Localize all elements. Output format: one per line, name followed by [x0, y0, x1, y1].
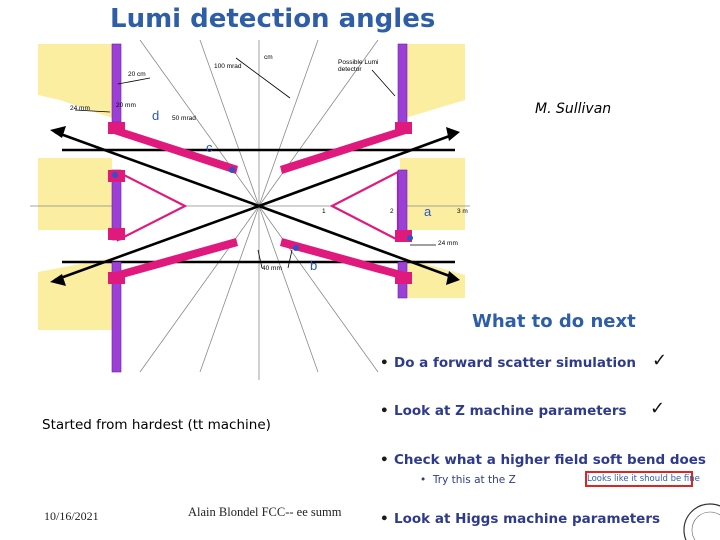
- label-cm: cm: [264, 54, 273, 61]
- next-step-item: •Do a forward scatter simulation: [380, 355, 637, 371]
- label-24mm-right: 24 mm: [438, 240, 458, 247]
- checkmark-icon: ✓: [652, 350, 668, 371]
- label-20cm: 20 cm: [128, 71, 146, 78]
- marker-label-d: d: [152, 108, 159, 123]
- label-possible-lumi: Possible Lumi: [338, 59, 378, 66]
- label-50mrad: 50 mrad: [172, 115, 196, 122]
- next-step-item: •Look at Higgs machine parameters: [380, 511, 661, 527]
- slide-date: 10/16/2021: [44, 509, 99, 523]
- next-step-item: •Look at Z machine parameters: [380, 403, 627, 419]
- label-100mrad: 100 mrad: [214, 63, 242, 70]
- institution-logo-icon: [683, 503, 720, 540]
- next-steps-title: What to do next: [472, 311, 636, 332]
- next-step-text: Look at Higgs machine parameters: [394, 511, 661, 527]
- label-20mm: 20 mm: [116, 102, 136, 109]
- author-credit: M. Sullivan: [535, 101, 612, 117]
- label-24mm-left: 24 mm: [70, 105, 90, 112]
- marker-label-b: b: [310, 258, 317, 273]
- yellow-region-mid-left: [38, 158, 112, 230]
- sub-step-item: • Try this at the Z: [420, 474, 516, 486]
- sub-step-text: Try this at the Z: [432, 474, 516, 486]
- yellow-region-bottom-left: [38, 258, 112, 330]
- note-box: Looks like it should be fine: [585, 471, 700, 487]
- next-step-text: Look at Z machine parameters: [394, 403, 627, 419]
- yellow-region-top-left: [38, 44, 112, 118]
- next-step-text: Check what a higher field soft bend does: [394, 452, 706, 468]
- marker-label-a: a: [424, 204, 432, 219]
- purple-detector-mid-right: [397, 169, 408, 237]
- diagram-caption: Started from hardest (tt machine): [42, 417, 271, 433]
- purple-detector-top-left: [111, 43, 122, 123]
- label-40mm: 40 mm: [262, 265, 282, 272]
- slide-title: Lumi detection angles: [110, 4, 436, 34]
- purple-detector-bottom-left: [111, 261, 122, 373]
- next-step-text: Do a forward scatter simulation: [394, 355, 637, 371]
- yellow-region-mid-right: [400, 158, 465, 230]
- yellow-region-top-right: [400, 44, 465, 118]
- next-step-item: •Check what a higher field soft bend doe…: [380, 452, 706, 468]
- yellow-region-bottom-right: [405, 258, 465, 298]
- label-3m: 3 m: [457, 208, 468, 215]
- slide-footer: Alain Blondel FCC-- ee summ: [188, 505, 342, 519]
- purple-detector-top-right: [397, 43, 408, 131]
- label-detector: detector: [338, 66, 362, 73]
- marker-label-c: c: [206, 140, 213, 155]
- label-1m: 1: [322, 208, 326, 215]
- label-2m: 2: [390, 208, 394, 215]
- checkmark-icon: ✓: [650, 398, 666, 419]
